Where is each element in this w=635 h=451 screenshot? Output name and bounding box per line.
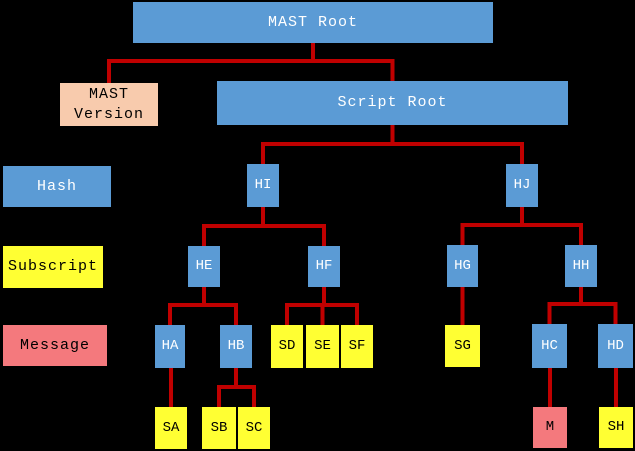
node-SD: SD <box>271 325 303 368</box>
node-HC: HC <box>532 324 567 368</box>
node-HI: HI <box>247 164 279 207</box>
node-message-label: Message <box>3 325 107 366</box>
node-SF: SF <box>341 325 373 368</box>
node-HE: HE <box>188 246 220 287</box>
node-HA: HA <box>155 325 185 368</box>
node-HG: HG <box>447 245 478 287</box>
node-hash-label: Hash <box>3 166 111 207</box>
node-SB: SB <box>202 407 236 449</box>
node-SC: SC <box>238 407 270 449</box>
node-M: M <box>533 407 567 448</box>
node-script-root: Script Root <box>217 81 568 125</box>
node-HD: HD <box>598 324 633 368</box>
node-SA: SA <box>155 407 187 449</box>
node-HJ: HJ <box>506 164 538 207</box>
node-HF: HF <box>308 246 340 287</box>
node-mast-version: MAST Version <box>60 83 158 126</box>
node-SE: SE <box>306 325 339 368</box>
node-SH: SH <box>599 407 633 448</box>
node-mast-root: MAST Root <box>133 2 493 43</box>
node-SG: SG <box>445 325 480 367</box>
node-HH: HH <box>565 245 597 287</box>
node-subscript-label: Subscript <box>3 246 103 288</box>
node-HB: HB <box>220 325 252 368</box>
